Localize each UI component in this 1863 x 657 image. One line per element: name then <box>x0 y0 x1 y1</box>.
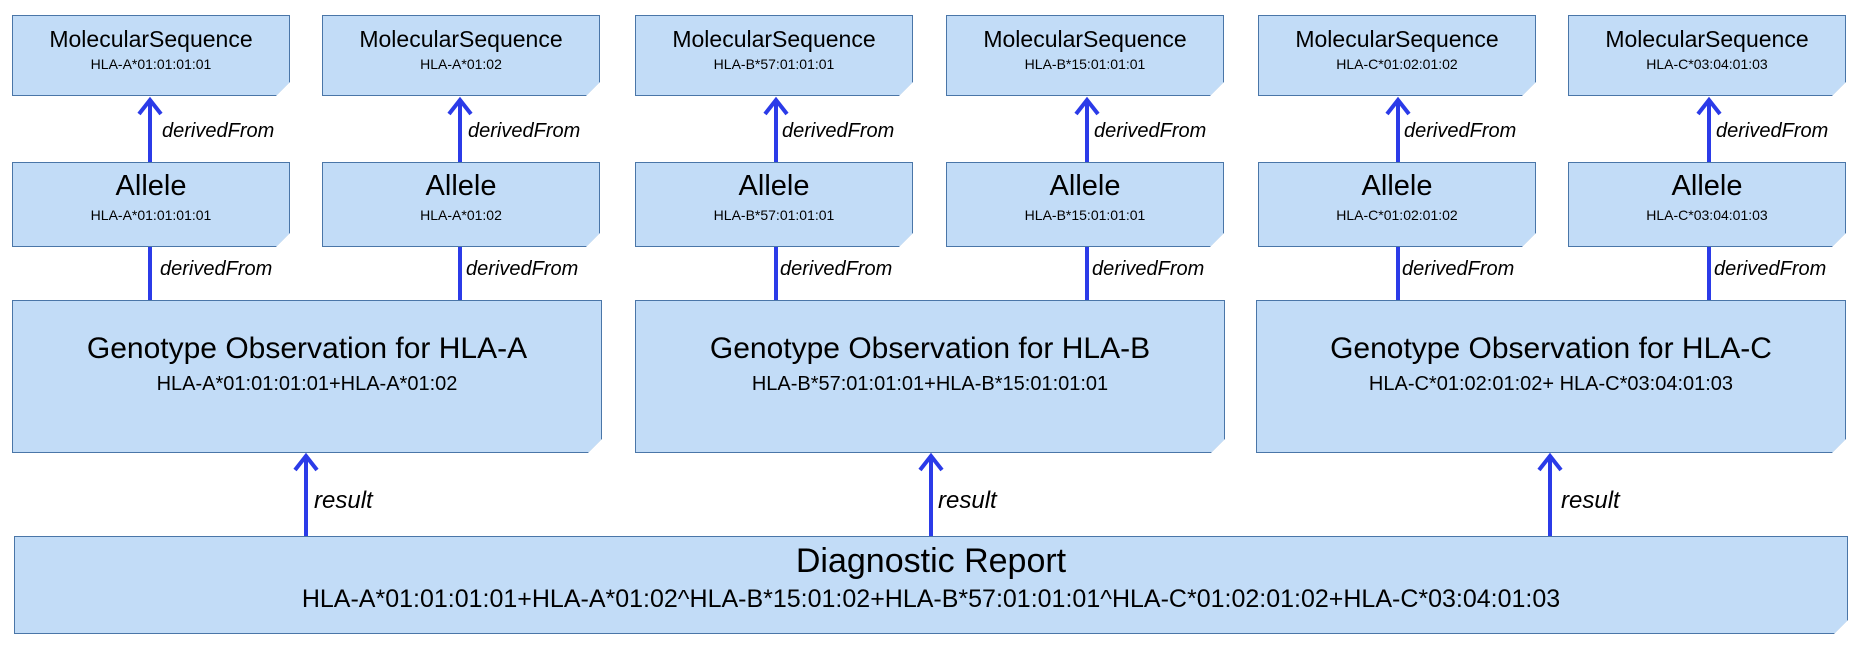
result-label: result <box>1561 487 1620 514</box>
molecular-sequence-box: MolecularSequence HLA-A*01:01:01:01 <box>12 15 290 96</box>
allele-id: HLA-C*03:04:01:03 <box>1646 207 1768 223</box>
molecular-sequence-id: HLA-A*01:02 <box>420 56 502 72</box>
derivedfrom-label: derivedFrom <box>162 120 275 142</box>
derivedfrom-label: derivedFrom <box>1092 258 1205 280</box>
derivedfrom-label: derivedFrom <box>1404 120 1517 142</box>
allele-title: Allele <box>115 170 187 202</box>
allele-title: Allele <box>1361 170 1433 202</box>
allele-id: HLA-B*57:01:01:01 <box>713 207 835 223</box>
molecular-sequence-title: MolecularSequence <box>49 26 253 52</box>
allele-title: Allele <box>425 170 497 202</box>
derivedfrom-label: derivedFrom <box>1094 120 1207 142</box>
molecular-sequence-box: MolecularSequence HLA-A*01:02 <box>322 15 600 96</box>
genotype-observation-title: Genotype Observation for HLA-C <box>1330 332 1772 365</box>
molecular-sequence-id: HLA-A*01:01:01:01 <box>90 56 212 72</box>
allele-box: Allele HLA-B*15:01:01:01 <box>946 162 1224 247</box>
derivedfrom-label: derivedFrom <box>1716 120 1829 142</box>
allele-box: Allele HLA-B*57:01:01:01 <box>635 162 913 247</box>
genotype-observation-box: Genotype Observation for HLA-B HLA-B*57:… <box>635 300 1225 453</box>
allele-title: Allele <box>738 170 810 202</box>
genotype-observation-box: Genotype Observation for HLA-A HLA-A*01:… <box>12 300 602 453</box>
derivedfrom-label: derivedFrom <box>466 258 579 280</box>
molecular-sequence-box: MolecularSequence HLA-B*57:01:01:01 <box>635 15 913 96</box>
genotype-observation-value: HLA-A*01:01:01:01+HLA-A*01:02 <box>156 373 458 395</box>
derivedfrom-label: derivedFrom <box>782 120 895 142</box>
molecular-sequence-title: MolecularSequence <box>1605 26 1809 52</box>
molecular-sequence-id: HLA-B*57:01:01:01 <box>713 56 835 72</box>
allele-to-sequence-arrows <box>137 96 1722 162</box>
genotype-to-allele-lines <box>148 247 1711 300</box>
derivedfrom-label: derivedFrom <box>1714 258 1827 280</box>
allele-box: Allele HLA-A*01:02 <box>322 162 600 247</box>
molecular-sequence-title: MolecularSequence <box>983 26 1187 52</box>
result-label: result <box>314 487 373 514</box>
molecular-sequence-box: MolecularSequence HLA-C*03:04:01:03 <box>1568 15 1846 96</box>
diagnostic-report-title: Diagnostic Report <box>795 542 1067 580</box>
molecular-sequence-title: MolecularSequence <box>1295 26 1499 52</box>
genotype-observation-value: HLA-C*01:02:01:02+ HLA-C*03:04:01:03 <box>1368 373 1734 395</box>
allele-id: HLA-A*01:01:01:01 <box>90 207 212 223</box>
allele-box: Allele HLA-C*03:04:01:03 <box>1568 162 1846 247</box>
molecular-sequence-id: HLA-B*15:01:01:01 <box>1024 56 1146 72</box>
genotype-observation-title: Genotype Observation for HLA-B <box>709 332 1151 365</box>
derivedfrom-label: derivedFrom <box>468 120 581 142</box>
genotype-observation-value: HLA-B*57:01:01:01+HLA-B*15:01:01:01 <box>751 373 1109 395</box>
diagnostic-report-box: Diagnostic Report HLA-A*01:01:01:01+HLA-… <box>14 536 1848 634</box>
allele-id: HLA-C*01:02:01:02 <box>1336 207 1458 223</box>
allele-title: Allele <box>1671 170 1743 202</box>
derivedfrom-label: derivedFrom <box>1402 258 1515 280</box>
allele-box: Allele HLA-C*01:02:01:02 <box>1258 162 1536 247</box>
molecular-sequence-box: MolecularSequence HLA-C*01:02:01:02 <box>1258 15 1536 96</box>
allele-box: Allele HLA-A*01:01:01:01 <box>12 162 290 247</box>
allele-id: HLA-B*15:01:01:01 <box>1024 207 1146 223</box>
derivedfrom-label: derivedFrom <box>780 258 893 280</box>
derivedfrom-label: derivedFrom <box>160 258 273 280</box>
molecular-sequence-box: MolecularSequence HLA-B*15:01:01:01 <box>946 15 1224 96</box>
allele-id: HLA-A*01:02 <box>420 207 502 223</box>
molecular-sequence-title: MolecularSequence <box>359 26 563 52</box>
molecular-sequence-title: MolecularSequence <box>672 26 876 52</box>
genotype-observation-title: Genotype Observation for HLA-A <box>86 332 528 365</box>
molecular-sequence-id: HLA-C*01:02:01:02 <box>1336 56 1458 72</box>
result-label: result <box>938 487 997 514</box>
diagnostic-report-value: HLA-A*01:01:01:01+HLA-A*01:02^HLA-B*15:0… <box>301 585 1561 613</box>
molecular-sequence-id: HLA-C*03:04:01:03 <box>1646 56 1768 72</box>
allele-title: Allele <box>1049 170 1121 202</box>
report-to-genotype-arrows <box>293 452 1563 536</box>
genotype-observation-box: Genotype Observation for HLA-C HLA-C*01:… <box>1256 300 1846 453</box>
